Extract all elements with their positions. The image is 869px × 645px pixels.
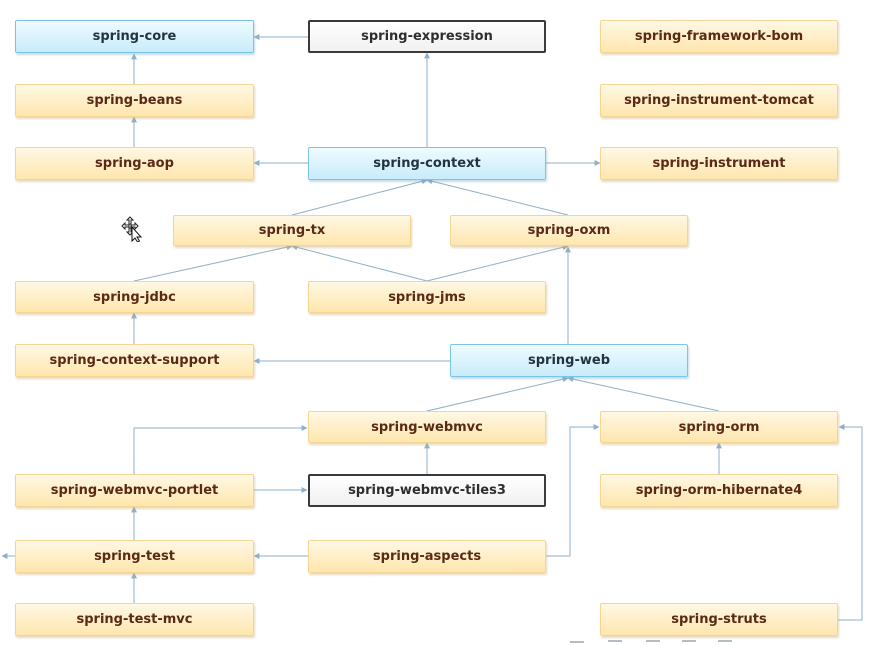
edge-struts-orm (838, 424, 863, 621)
node-spring-jms[interactable]: spring-jms (308, 281, 546, 313)
node-spring-jdbc[interactable]: spring-jdbc (15, 281, 254, 313)
node-spring-orm[interactable]: spring-orm (600, 411, 838, 443)
node-spring-webmvc-tiles3[interactable]: spring-webmvc-tiles3 (308, 474, 546, 507)
node-spring-core[interactable]: spring-core (15, 20, 254, 53)
node-spring-context-support[interactable]: spring-context-support (15, 344, 254, 377)
edge-portlet-webmvc (133, 425, 308, 474)
edge-jms-tx (291, 244, 428, 282)
node-spring-instrument-tomcat[interactable]: spring-instrument-tomcat (600, 84, 838, 117)
move-cursor-icon (121, 216, 143, 242)
node-spring-web[interactable]: spring-web (450, 344, 688, 377)
node-spring-orm-hibernate4[interactable]: spring-orm-hibernate4 (600, 474, 838, 507)
node-spring-framework-bom[interactable]: spring-framework-bom (600, 20, 838, 53)
edge-oxm-context (426, 178, 569, 216)
node-spring-oxm[interactable]: spring-oxm (450, 215, 688, 246)
edge-orm-web (567, 376, 720, 412)
node-spring-struts[interactable]: spring-struts (600, 603, 838, 636)
node-spring-aspects[interactable]: spring-aspects (308, 540, 546, 573)
node-spring-test-mvc[interactable]: spring-test-mvc (15, 603, 254, 636)
node-spring-webmvc[interactable]: spring-webmvc (308, 411, 546, 443)
edge-aspects-orm (546, 424, 600, 557)
node-spring-expression[interactable]: spring-expression (308, 20, 546, 53)
node-spring-tx[interactable]: spring-tx (173, 215, 411, 246)
edge-webmvc-web (426, 376, 569, 412)
node-spring-aop[interactable]: spring-aop (15, 147, 254, 180)
node-spring-webmvc-portlet[interactable]: spring-webmvc-portlet (15, 474, 254, 507)
node-spring-context[interactable]: spring-context (308, 147, 546, 180)
node-spring-beans[interactable]: spring-beans (15, 84, 254, 117)
node-spring-instrument[interactable]: spring-instrument (600, 147, 838, 180)
edge-jms-oxm (426, 244, 569, 282)
node-spring-test[interactable]: spring-test (15, 540, 254, 573)
edge-tx-context (291, 178, 428, 216)
cropped-bottom-marks (570, 640, 732, 643)
edge-jdbc-tx (133, 244, 293, 282)
